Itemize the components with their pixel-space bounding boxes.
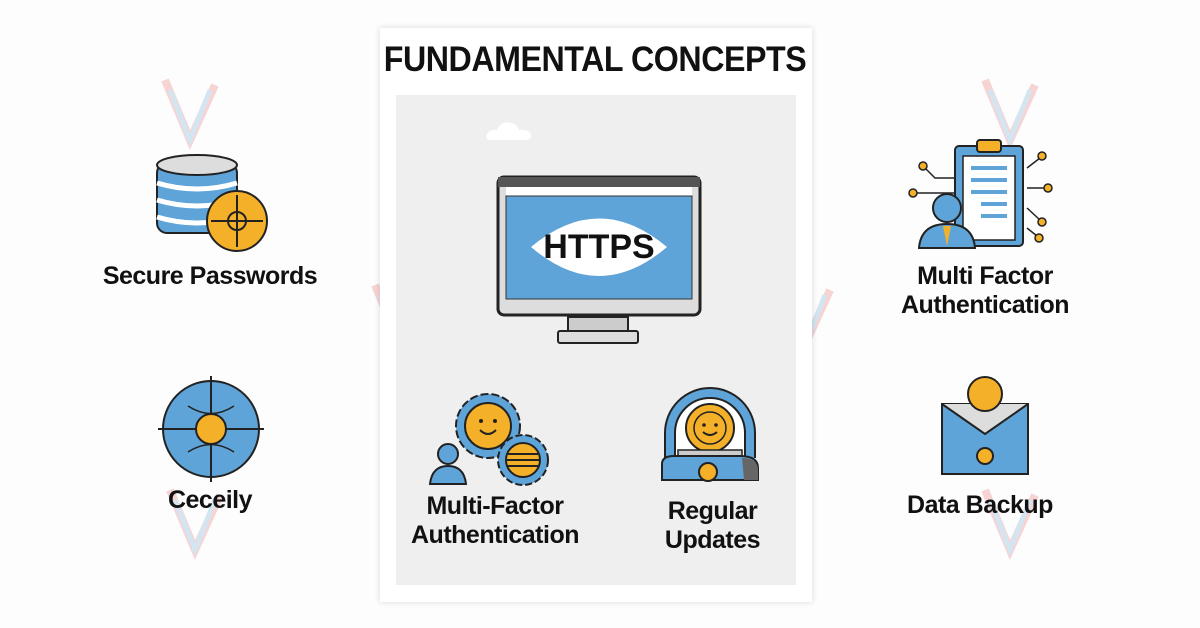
regular-updates-label: Regular Updates: [640, 497, 785, 555]
backup-envelope-icon: [941, 376, 1029, 475]
data-backup-label: Data Backup: [907, 491, 1053, 519]
label-line: Multi-Factor: [426, 492, 564, 520]
label-line: Regular: [667, 497, 758, 525]
label-line: Multi Factor: [917, 262, 1053, 290]
mfa-center-label: Multi-Factor Authentication: [405, 492, 585, 550]
secure-passwords-label: Secure Passwords: [102, 262, 318, 290]
cloud-icon: [486, 122, 531, 140]
label-line: Authentication: [901, 291, 1070, 319]
clipboard-user-network-icon: [908, 139, 1053, 249]
monitor-icon: [496, 175, 702, 344]
gears-user-icon: [428, 393, 549, 486]
ceceily-label: Ceceily: [167, 486, 253, 514]
label-line: Updates: [664, 526, 761, 554]
label-line: Authentication: [411, 521, 580, 549]
update-dome-icon: [661, 387, 759, 482]
watermark-logo-icon: [161, 78, 219, 151]
mfa-right-label: Multi Factor Authentication: [880, 262, 1090, 320]
watermark-logo-icon: [166, 488, 224, 561]
target-shield-icon: [158, 376, 264, 482]
database-compass-icon: [156, 154, 268, 252]
https-label: HTTPS: [543, 228, 655, 266]
watermark-logo-icon: [981, 488, 1039, 561]
watermark-logo-icon: [981, 78, 1039, 151]
page-title: FUNDAMENTAL CONCEPTS: [383, 40, 807, 79]
